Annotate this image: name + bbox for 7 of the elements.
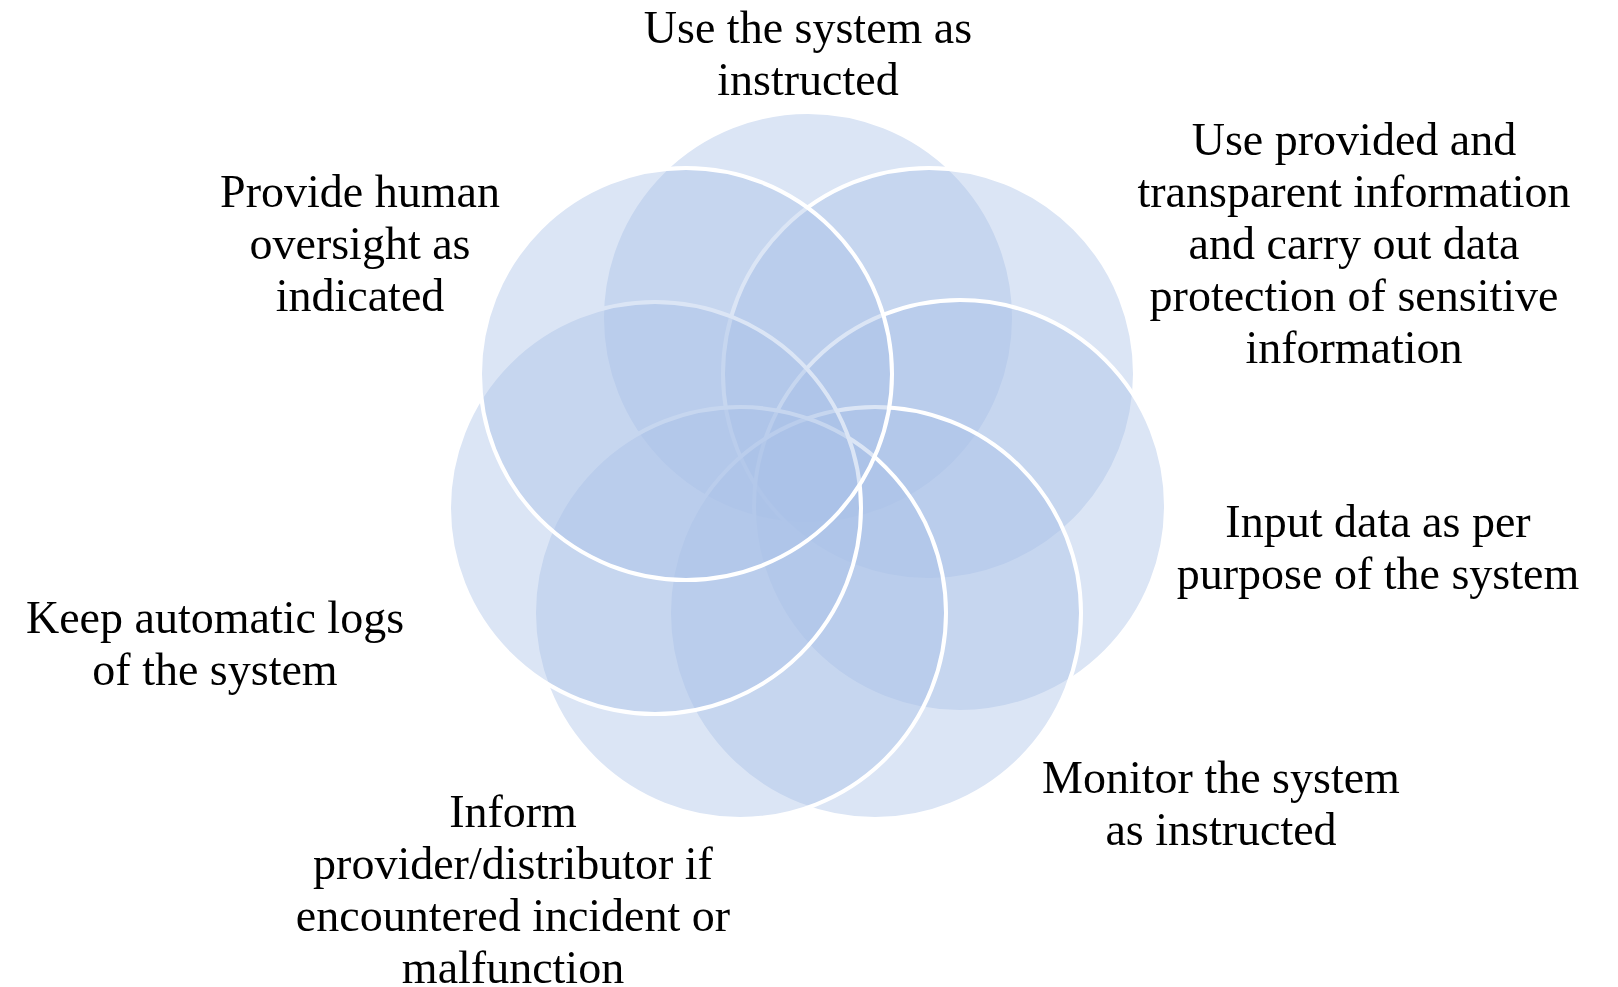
item-label: Provide human oversight as indicated <box>219 166 501 322</box>
item-label: Use provided and transparent information and carry out data protection of sensitive information <box>1136 114 1572 374</box>
item-label: Inform provider/distributor if encountered incident or malfunction <box>294 786 732 987</box>
item-label: Keep automatic logs of the system <box>24 592 406 696</box>
item-label: Use the system as instructed <box>642 2 974 106</box>
item-label: Monitor the system as instructed <box>1041 752 1401 856</box>
item-label: Input data as per purpose of the system <box>1175 496 1581 600</box>
